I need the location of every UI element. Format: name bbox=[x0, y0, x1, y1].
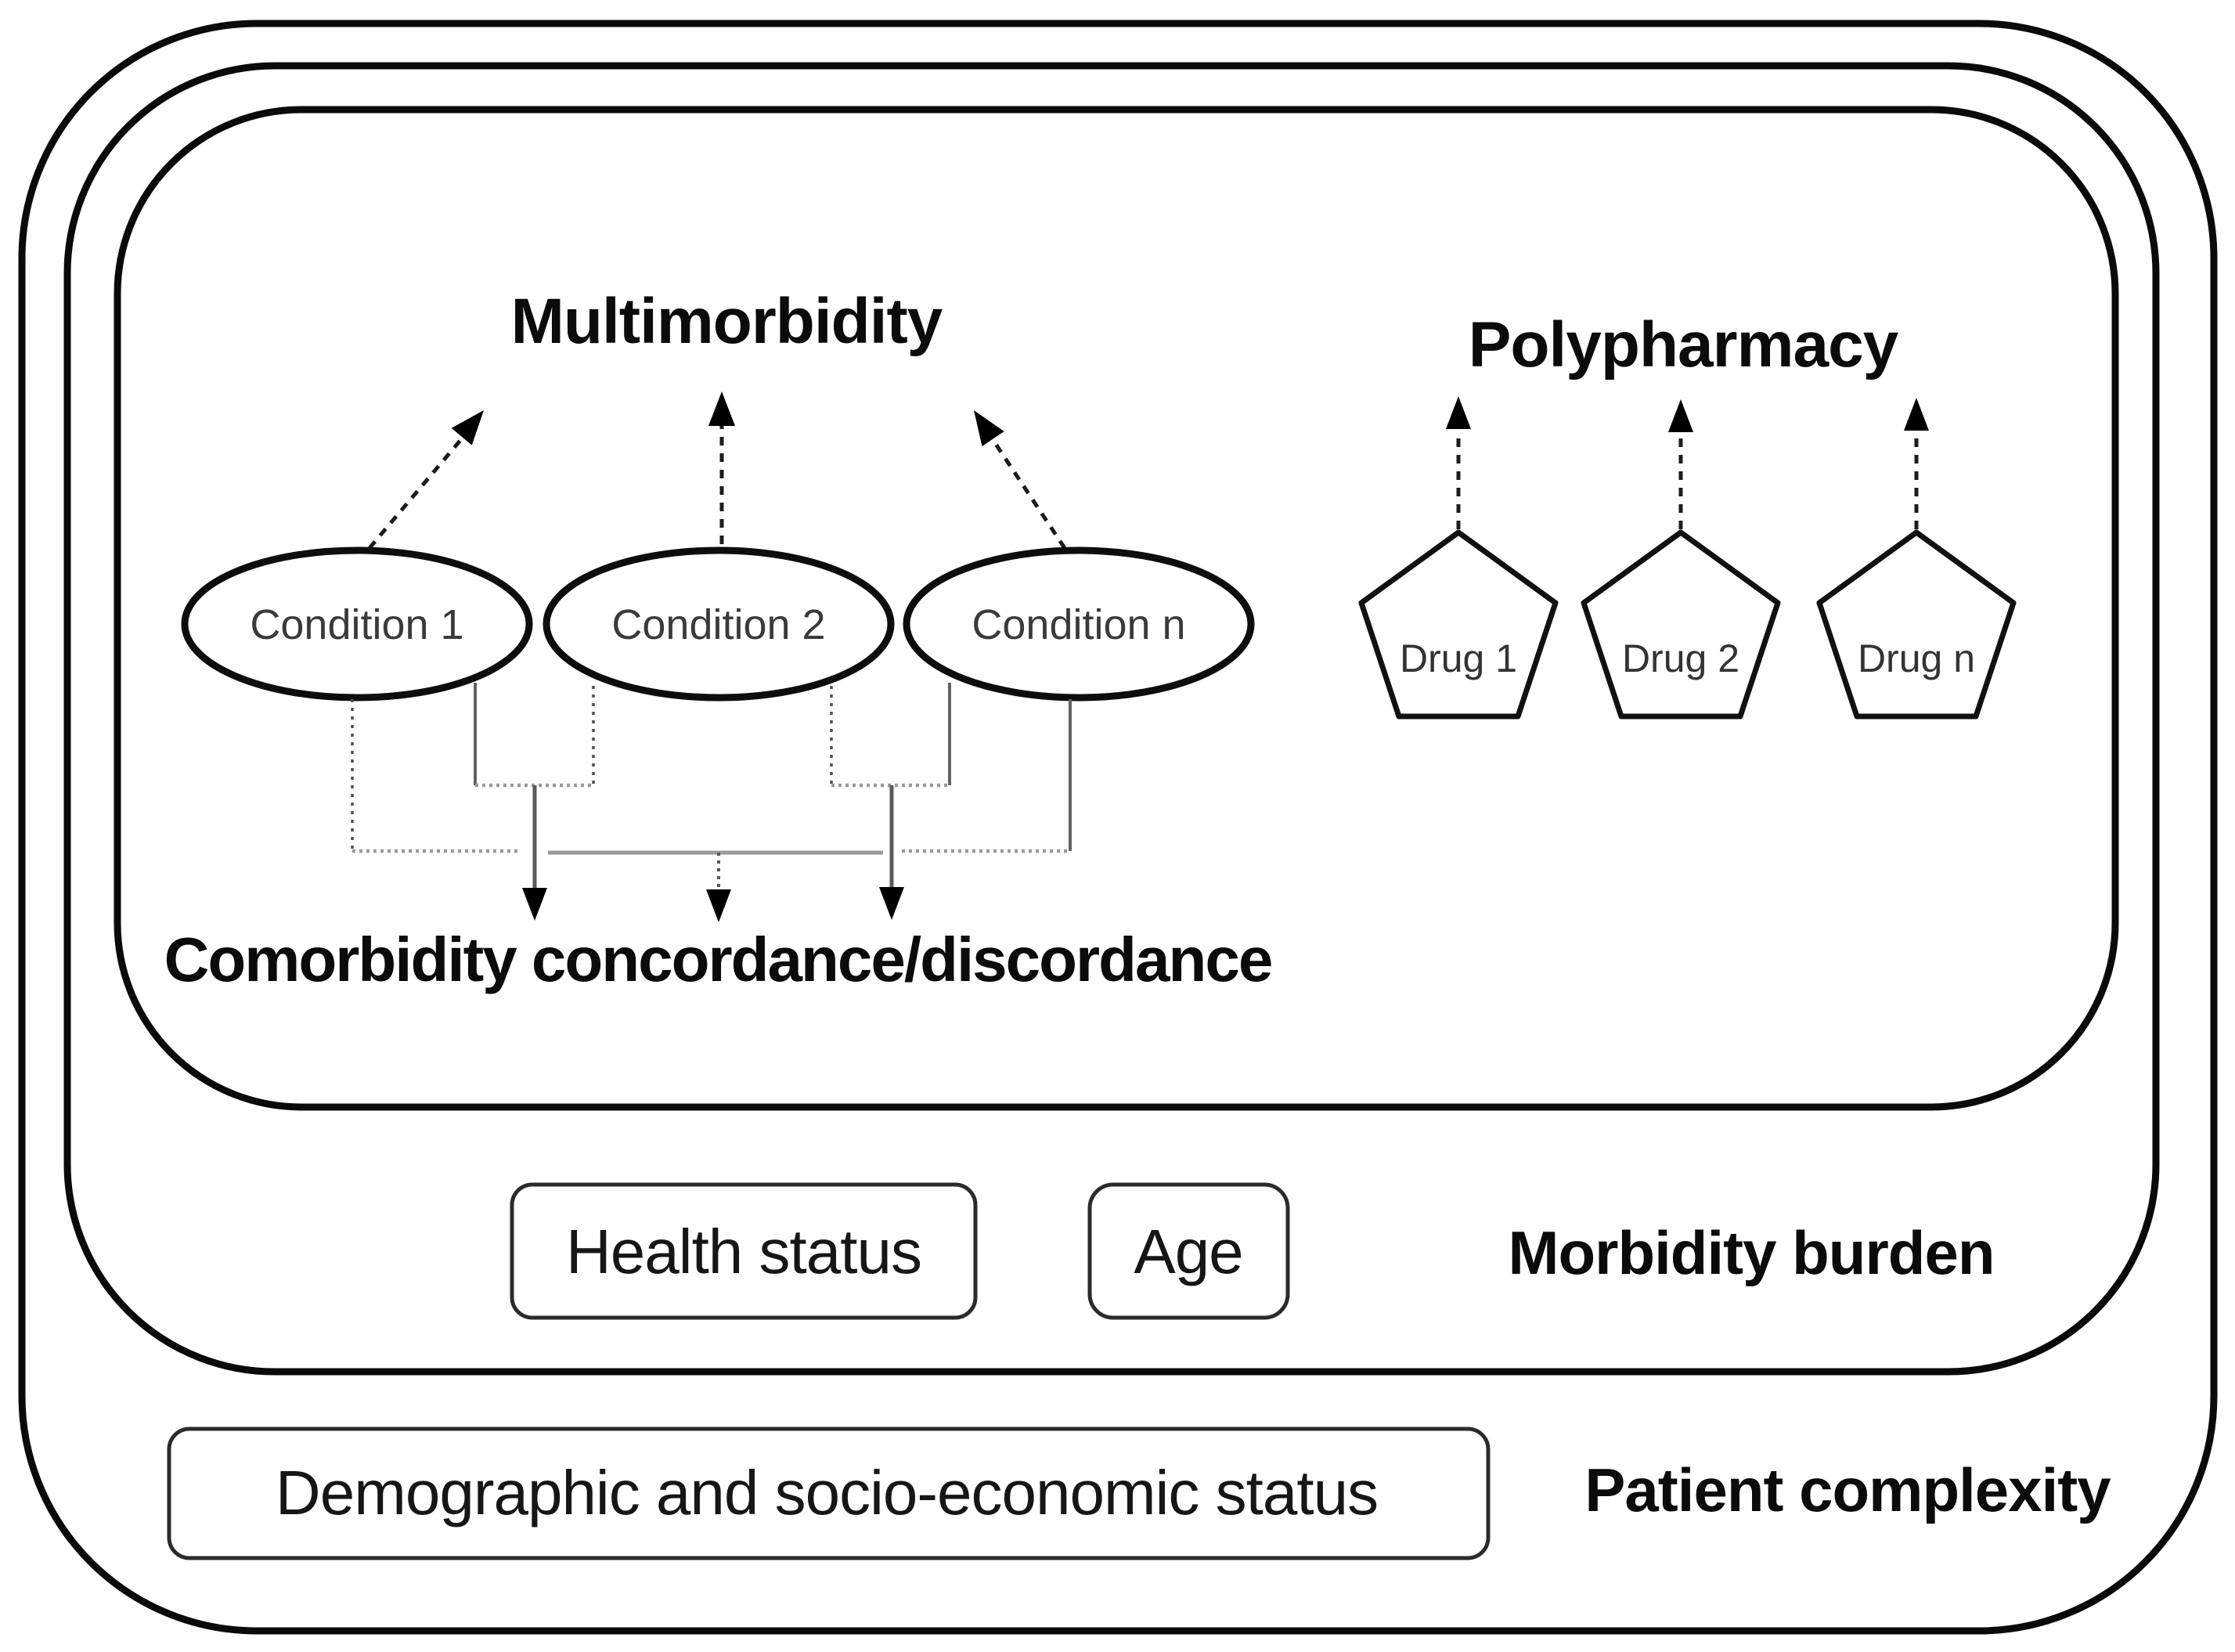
arrowhead-down-icon bbox=[522, 888, 547, 921]
age-box bbox=[1087, 1182, 1290, 1320]
demographic-box bbox=[167, 1427, 1491, 1560]
health-status-box bbox=[510, 1182, 978, 1320]
polypharmacy-title: Polypharmacy bbox=[1469, 309, 1899, 381]
condition-1-ellipse bbox=[181, 546, 533, 702]
condition-2-label: Condition 2 bbox=[611, 601, 825, 648]
condition-1-to-multimorbidity-arrow bbox=[368, 410, 484, 550]
arrowhead-up-icon bbox=[708, 391, 735, 426]
condition-1-label: Condition 1 bbox=[250, 601, 463, 648]
condition-n-to-multimorbidity-arrow bbox=[974, 410, 1067, 550]
drug-1-to-polypharmacy-arrow bbox=[1446, 396, 1471, 529]
arrowhead-down-icon bbox=[706, 889, 731, 922]
arrowhead-down-icon bbox=[879, 887, 904, 920]
drug-n-pentagon bbox=[1816, 529, 2017, 720]
condition-2-ellipse bbox=[543, 546, 895, 702]
comorbidity-label: Comorbidity concordance/discordance bbox=[164, 925, 1272, 994]
multimorbidity-title: Multimorbidity bbox=[511, 286, 943, 357]
drug-2-label: Drug 2 bbox=[1622, 637, 1739, 680]
drug-1-label: Drug 1 bbox=[1400, 637, 1517, 680]
drug-2-pentagon bbox=[1581, 529, 1781, 720]
condition-2-to-multimorbidity-arrow bbox=[708, 391, 735, 544]
arrowhead-up-icon bbox=[1446, 396, 1471, 429]
patient-complexity-label: Patient complexity bbox=[1584, 1455, 2111, 1524]
comorbidity-down-arrow-2 bbox=[706, 853, 731, 922]
drug-n-label: Drug n bbox=[1858, 637, 1975, 680]
arrowhead-up-icon bbox=[1668, 399, 1693, 432]
comorbidity-down-arrow-1 bbox=[522, 785, 547, 921]
comorbidity-down-arrow-3 bbox=[879, 785, 904, 920]
drug-n-to-polypharmacy-arrow bbox=[1904, 398, 1929, 529]
morbidity-burden-label: Morbidity burden bbox=[1509, 1218, 1995, 1287]
condition-n-ellipse bbox=[903, 546, 1255, 702]
condition-n-label: Condition n bbox=[972, 601, 1185, 648]
demographic-label: Demographic and socio-economic status bbox=[276, 1458, 1378, 1528]
arrowhead-up-left-icon bbox=[974, 410, 1004, 446]
age-label: Age bbox=[1134, 1217, 1242, 1286]
arrowhead-up-icon bbox=[1904, 398, 1929, 431]
health-status-label: Health status bbox=[566, 1217, 921, 1286]
drug-1-pentagon bbox=[1358, 529, 1559, 720]
drug-2-to-polypharmacy-arrow bbox=[1668, 399, 1693, 529]
arrowhead-up-right-icon bbox=[451, 410, 484, 445]
